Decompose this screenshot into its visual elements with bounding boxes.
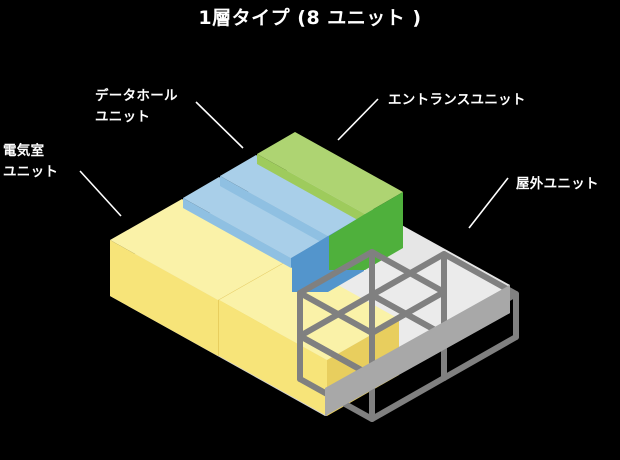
callout-labels: データホール ユニット エントランスユニット 電気室 ユニット 屋外ユニット bbox=[3, 87, 599, 192]
outdoor-unit-2-base bbox=[441, 334, 519, 381]
label-data-hall-line1: データホール bbox=[95, 87, 178, 104]
page-title: 1層タイプ (8 ユニット ) bbox=[198, 6, 421, 29]
data-hall-unit-1-edge bbox=[183, 198, 291, 268]
leader-outdoor bbox=[468, 177, 509, 229]
data-hall-unit-1-top bbox=[183, 177, 327, 258]
electrical-unit-1-top bbox=[110, 199, 290, 300]
data-hall-unit-2-edge bbox=[220, 176, 328, 246]
callout-leaders bbox=[79, 98, 509, 229]
entrance-unit-1-top bbox=[257, 132, 403, 214]
label-outdoor-line1: 屋外ユニット bbox=[516, 175, 599, 192]
electrical-unit-2-front bbox=[219, 300, 327, 416]
data-hall-unit-2-top bbox=[220, 155, 364, 236]
entrance-unit-1-face bbox=[329, 214, 365, 270]
entrance-unit-1-edge bbox=[257, 154, 365, 224]
label-entrance-line1: エントランスユニット bbox=[388, 92, 526, 108]
data-hall-unit-2-face bbox=[292, 236, 328, 292]
leader-electrical bbox=[79, 170, 122, 217]
label-data-hall-line2: ユニット bbox=[95, 109, 150, 125]
label-electrical-line2: ユニット bbox=[3, 164, 58, 180]
label-electrical-line1: 電気室 bbox=[3, 142, 45, 159]
electrical-unit-2-top bbox=[219, 259, 399, 360]
electrical-unit-1-front bbox=[110, 240, 218, 356]
slab-front-right-overlay bbox=[325, 285, 510, 416]
outdoor-unit-1-base bbox=[297, 375, 447, 422]
leader-entrance bbox=[337, 98, 379, 141]
slab-seam bbox=[325, 388, 327, 416]
leader-data-hall bbox=[195, 101, 244, 149]
slab-front-overlay bbox=[325, 285, 510, 416]
